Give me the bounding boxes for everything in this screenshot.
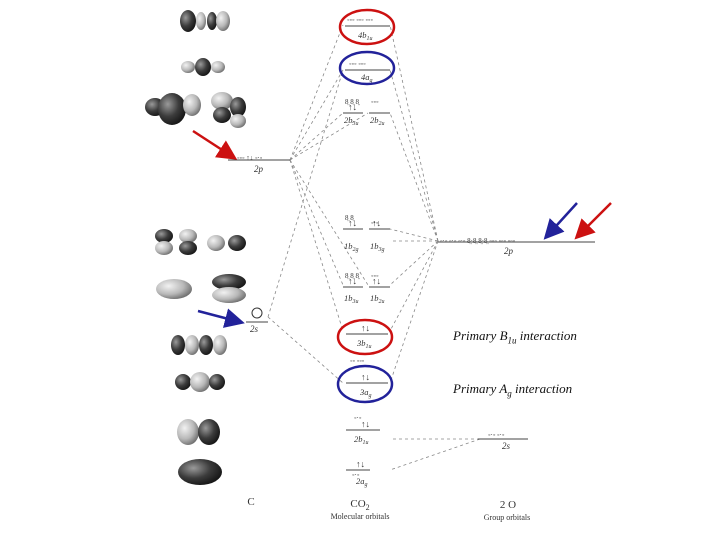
group-orbitals-caption: Group orbitals — [483, 513, 531, 522]
svg-text:4b1u: 4b1u — [358, 30, 373, 42]
orbital-picture-2ag — [178, 459, 222, 485]
orbital-images — [145, 10, 246, 485]
red-arrow-oxygen-2p — [574, 202, 612, 240]
orbital-picture-bonding-pi — [156, 274, 246, 303]
red-arrow-carbon-2p — [192, 129, 238, 160]
oxygen-2s-label: 2s — [502, 441, 511, 451]
orbital-picture-3b1u — [171, 335, 227, 355]
svg-text:8̤ 8̤: 8̤ 8̤ — [345, 214, 355, 222]
svg-text:↑↓: ↑↓ — [361, 419, 370, 429]
svg-text:◦◦◦: ◦◦◦ — [371, 98, 378, 106]
blue-arrow-oxygen-2p — [543, 202, 578, 240]
svg-text:2b3u: 2b3u — [344, 115, 359, 127]
blue-arrow-carbon-2s — [197, 308, 245, 328]
oxygen-levels: ◦·◦ ◦·◦ ◦·◦ 8̤·8̤ 8̤·8̤ ◦◦◦ ◦◦◦ ◦◦◦ 2p ◦… — [438, 237, 595, 451]
svg-text:↑↓: ↑↓ — [372, 218, 381, 228]
svg-text:2b1u: 2b1u — [354, 434, 369, 446]
carbon-2s-orbital — [251, 307, 263, 319]
svg-text:8̤ 8̤ 8̤: 8̤ 8̤ 8̤ — [345, 98, 360, 106]
svg-text:◦·◦ ◦·◦: ◦·◦ ◦·◦ — [488, 431, 504, 439]
oxygen-2p-label: 2p — [504, 246, 514, 256]
svg-text:2ag: 2ag — [356, 476, 368, 488]
svg-text:1b3u: 1b3u — [344, 293, 359, 305]
oxygen-label: 2 O — [499, 499, 517, 511]
carbon-2p-label: 2p — [254, 164, 264, 174]
orbital-picture-nonbonding-pi — [155, 229, 246, 255]
svg-text:8̤ 8̤ 8̤: 8̤ 8̤ 8̤ — [345, 272, 360, 280]
mo-labels: 4b1u 4ag 2b3u 2b2u 1b2g 1b3g 1b3u 1b2u 3… — [344, 30, 385, 488]
highlight-4b1u — [338, 8, 396, 46]
primary-b1u-annotation: Primary B1u interaction — [453, 328, 577, 346]
svg-text:3b1u: 3b1u — [356, 338, 372, 350]
mo-orbital-glyphs: ◦◦◦ ◦◦◦ ◦◦◦ ◦◦◦ ◦◦◦ 8̤ 8̤ 8̤ ◦◦◦ 8̤ 8̤ ◦… — [345, 16, 378, 479]
orbital-picture-4ag — [181, 58, 225, 76]
svg-text:4ag: 4ag — [361, 72, 373, 84]
highlight-3ag — [336, 364, 394, 404]
correlation-lines — [267, 24, 481, 471]
svg-text:1b3g: 1b3g — [370, 241, 385, 253]
svg-text:1b2u: 1b2u — [370, 293, 385, 305]
svg-text:↑↓: ↑↓ — [348, 218, 357, 228]
svg-text:↑↓: ↑↓ — [356, 459, 365, 469]
svg-text:↑↓: ↑↓ — [348, 102, 357, 112]
svg-text:◦◦◦ ↑↓ ◦·◦: ◦◦◦ ↑↓ ◦·◦ — [237, 154, 262, 162]
mo-levels — [343, 25, 390, 471]
svg-text:◦◦◦: ◦◦◦ — [371, 272, 378, 280]
svg-text:↑↓: ↑↓ — [361, 323, 370, 333]
svg-text:1b2g: 1b2g — [344, 241, 359, 253]
orbital-picture-3ag — [175, 372, 225, 392]
orbital-picture-2b-pair — [145, 92, 246, 128]
svg-text:↑↓: ↑↓ — [361, 372, 370, 382]
svg-text:↑↓: ↑↓ — [348, 276, 357, 286]
highlight-4ag — [338, 50, 396, 86]
carbon-levels: ◦◦◦ ↑↓ ◦·◦ 2p 2s — [228, 154, 290, 334]
carbon-label: C — [247, 496, 255, 508]
svg-text:↑↓: ↑↓ — [372, 276, 381, 286]
orbital-picture-4b1u — [180, 10, 230, 32]
svg-text:◦◦◦ ◦◦◦ ◦◦◦: ◦◦◦ ◦◦◦ ◦◦◦ — [347, 16, 373, 24]
co2-label: CO2 — [350, 498, 370, 513]
molecular-orbitals-caption: Molecular orbitals — [330, 512, 390, 521]
svg-text:◦·◦: ◦·◦ — [352, 471, 359, 479]
mo-electrons: ↑↓ ↑↓ ↑↓ ↑↓ ↑↓ ↑↓ ↑↓ ↑↓ ↑↓ — [348, 102, 381, 469]
highlight-3b1u — [336, 318, 394, 356]
carbon-2s-label: 2s — [250, 324, 259, 334]
svg-text:◦◦◦ ◦◦◦: ◦◦◦ ◦◦◦ — [349, 60, 366, 68]
pointer-arrows — [192, 129, 612, 328]
svg-text:◦·◦ ◦·◦ ◦·◦ 8̤·8̤ 8̤·8: ◦·◦ ◦·◦ ◦·◦ 8̤·8̤ 8̤·8̤ ◦◦◦ ◦◦◦ ◦◦◦ — [440, 237, 515, 245]
primary-ag-annotation: Primary Ag interaction — [453, 381, 573, 399]
svg-text:◦·◦: ◦·◦ — [371, 219, 378, 227]
highlight-ellipses — [336, 8, 396, 404]
svg-text:3ag: 3ag — [359, 387, 372, 399]
svg-text:2b2u: 2b2u — [370, 115, 385, 127]
orbital-picture-2b1u — [177, 419, 220, 445]
svg-text:◦◦ ◦◦◦: ◦◦ ◦◦◦ — [350, 357, 364, 365]
svg-text:◦·◦: ◦·◦ — [354, 414, 361, 422]
